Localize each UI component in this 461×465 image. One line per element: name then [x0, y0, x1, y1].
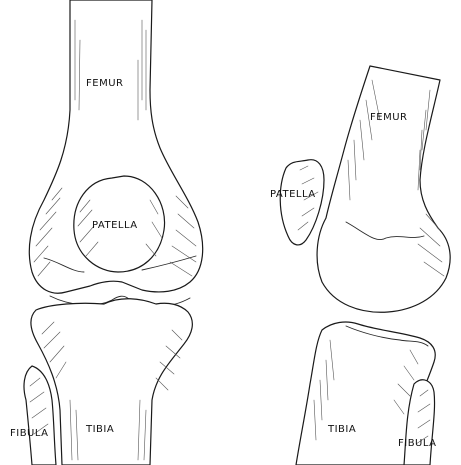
front-view: FEMUR PATELLA TIBIA FIBULA: [10, 0, 203, 465]
side-patella: [280, 160, 324, 245]
side-femur: [317, 66, 450, 312]
side-tibia-label: TIBIA: [327, 424, 356, 435]
front-fibula-label: FIBULA: [10, 428, 49, 439]
side-patella-label: PATELLA: [270, 189, 316, 200]
front-femur-label: FEMUR: [86, 78, 123, 89]
front-tibia-label: TIBIA: [85, 424, 114, 435]
side-view: FEMUR PATELLA TIBIA FIBULA: [270, 66, 450, 465]
side-fibula-label: FIBULA: [398, 438, 437, 449]
side-femur-label: FEMUR: [370, 112, 407, 123]
front-patella-label: PATELLA: [92, 220, 138, 231]
front-fibula: [24, 366, 56, 465]
front-tibia: [31, 299, 192, 465]
